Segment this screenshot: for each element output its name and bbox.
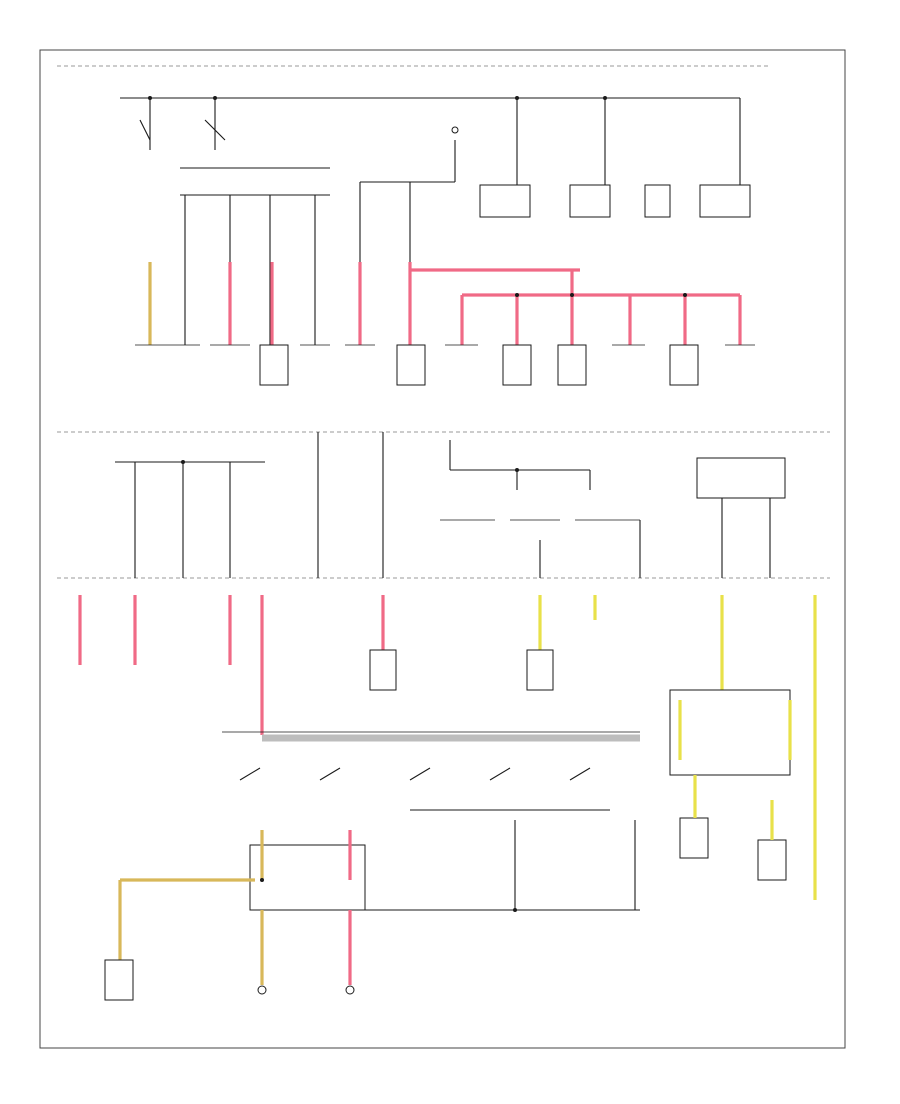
splice-dot [570,293,574,297]
low-component-1 [369,649,397,691]
middle-section [115,432,786,578]
component-box-4 [557,344,587,386]
diagram-frame [39,49,846,1049]
splice-dot [515,96,519,100]
relay-box-3 [644,184,671,218]
switch-1 [204,119,226,141]
splice-dot [260,878,264,882]
ground-symbol-1 [257,985,267,995]
relay-box-1 [479,184,531,218]
low-switch-1 [239,767,261,781]
low-switch-2 [319,767,341,781]
splice-dot [515,468,519,472]
bottom-component-2 [679,817,709,859]
lower-module [249,844,366,911]
component-box-1 [259,344,289,386]
relay-box-2 [569,184,611,218]
ground-symbol-3 [451,126,459,134]
relay-box-4 [699,184,751,218]
control-module [669,689,791,776]
low-switch-5 [569,767,591,781]
component-box-2 [396,344,426,386]
splice-dot [683,293,687,297]
relay-module [696,457,786,499]
splice-dot [181,460,185,464]
splice-dot [148,96,152,100]
component-box-5 [669,344,699,386]
splice-dot [603,96,607,100]
splice-dot [513,908,517,912]
bottom-component-1 [104,959,134,1001]
splice-dot [213,96,217,100]
low-switch-3 [409,767,431,781]
ground-symbol-2 [345,985,355,995]
splice-dot [515,293,519,297]
top-section [120,97,755,386]
switch-2 [139,119,151,141]
low-component-2 [526,649,554,691]
bottom-component-3 [757,839,787,881]
low-switch-4 [489,767,511,781]
component-box-3 [502,344,532,386]
lower-section [78,126,817,1001]
